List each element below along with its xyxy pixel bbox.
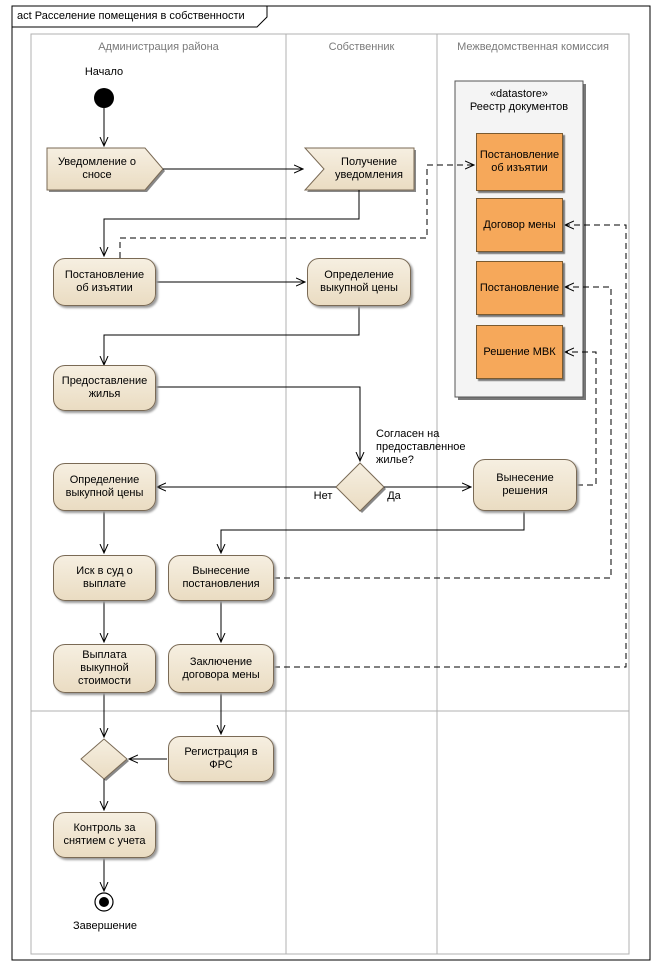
action-zaklyuchenie: Заключение договора мены (168, 644, 274, 693)
diagram-title: act Расселение помещения в собственности (17, 10, 245, 22)
frame-tab (12, 6, 268, 28)
action-kontrol: Контроль за снятием с учета (53, 812, 156, 858)
control-flows (104, 108, 525, 891)
start-label: Начало (84, 66, 124, 78)
artifact-reshenie-mvk: Решение МВК (476, 325, 563, 379)
action-opredelenie-owner: Определение выкупной цены (307, 258, 411, 306)
send-signal-shape (46, 147, 164, 191)
object-flows (119, 165, 627, 668)
lanes-border (30, 33, 630, 955)
end-node-core (99, 897, 109, 907)
diagram-frame (11, 5, 651, 961)
end-label: Завершение (73, 920, 137, 932)
flow-to-vynesenie-post (221, 511, 525, 553)
objflow-reshenie (565, 352, 597, 486)
objflow-postanovlenie (119, 165, 474, 258)
artifact-postanovlenie: Постановление (476, 261, 563, 315)
decision-diamond (335, 462, 385, 512)
flow-to-predostavlenie (104, 306, 360, 365)
artifact-dogovor-meny: Договор мены (476, 198, 563, 252)
action-predostavlenie: Предоставление жилья (53, 365, 156, 411)
action-vynesenie-resheniya: Вынесение решения (473, 459, 577, 511)
action-isk: Иск в суд о выплате (53, 555, 156, 601)
send-signal-label: Уведомление о сносе (57, 156, 137, 181)
flow-to-postanovlenie (104, 190, 360, 256)
action-registraciya: Регистрация в ФРС (168, 736, 274, 782)
action-postanovlenie-izyatie: Постановление об изъятии (53, 258, 156, 306)
decision-question: Согласен на предоставленное жилье? (376, 428, 466, 466)
lane-header-commission: Межведомственная комиссия (457, 41, 609, 53)
datastore-stereotype: «datastore» (489, 88, 549, 100)
action-vynesenie-postanovleniya: Вынесение постановления (168, 555, 274, 601)
flow-to-decision (156, 386, 360, 461)
merge-diamond (80, 738, 128, 780)
datastore-name: Реестр документов (469, 101, 569, 113)
lane-header-owner: Собственник (328, 41, 395, 53)
receive-signal-label: Получение уведомления (335, 156, 403, 181)
artifact-postanovlenie-izyatie: Постановление об изъятии (476, 133, 563, 191)
lane-header-admin: Администрация района (98, 41, 219, 53)
decision-yes-label: Да (387, 490, 401, 502)
start-node (94, 88, 114, 108)
objflow-dogovor (274, 225, 627, 668)
decision-no-label: Нет (313, 490, 333, 502)
objflow-postanovlenie2 (274, 287, 612, 579)
action-vyplata: Выплата выкупной стоимости (53, 644, 156, 693)
action-opredelenie-admin: Определение выкупной цены (53, 463, 156, 511)
